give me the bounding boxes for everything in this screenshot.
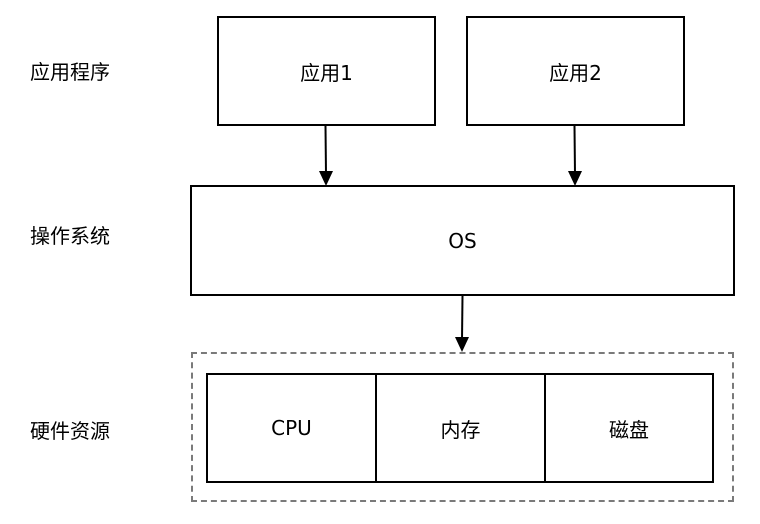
hardware-group [191,352,734,502]
memory-label: 内存 [440,417,481,442]
cpu-label: CPU [271,416,312,440]
app2-label: 应用2 [549,60,602,85]
layer-label-apps: 应用程序 [30,60,110,84]
cpu-box: CPU [206,373,377,483]
arrow-app1-to-os [319,125,333,186]
app2-box: 应用2 [466,16,685,126]
layer-label-os: 操作系统 [30,224,110,248]
app1-box: 应用1 [217,16,436,126]
os-box: OS [190,185,735,296]
layer-label-hardware: 硬件资源 [30,419,110,443]
disk-label: 磁盘 [609,417,649,442]
disk-box: 磁盘 [544,373,714,483]
app1-label: 应用1 [300,60,353,85]
arrow-app2-to-os [568,125,582,186]
memory-box: 内存 [375,373,546,483]
arrow-os-to-hardware [455,295,469,352]
os-label: OS [448,228,477,253]
